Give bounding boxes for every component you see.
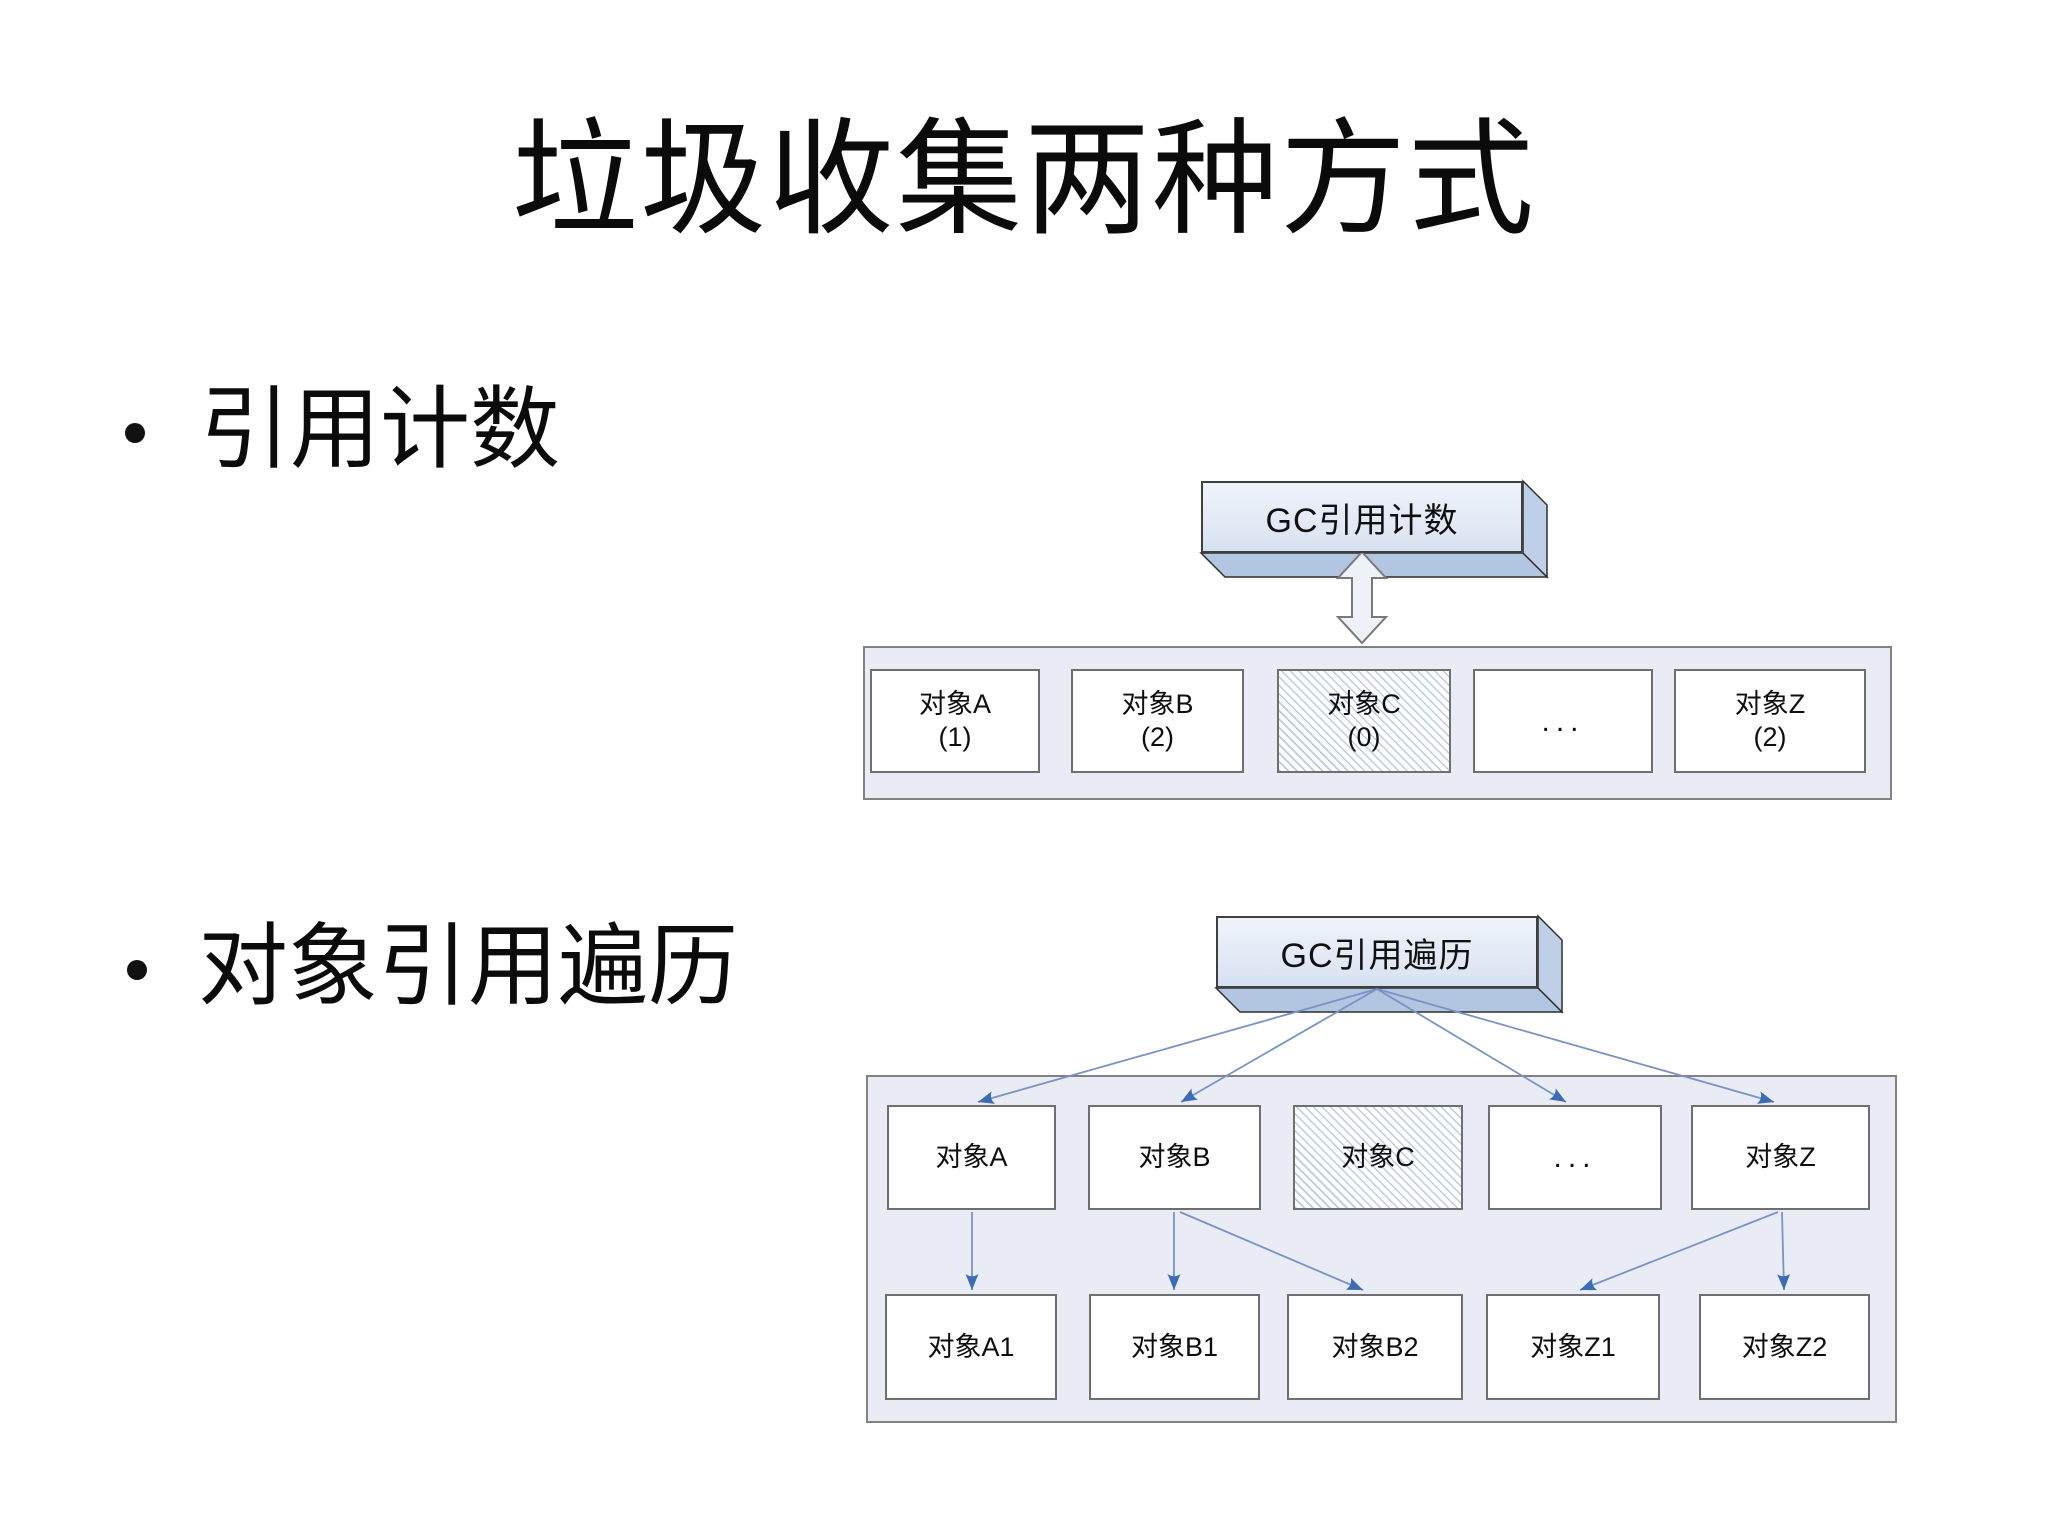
object-box-c-garbage: 对象C (0) (1277, 669, 1451, 773)
object-label: 对象A (918, 689, 991, 719)
double-arrow-icon (1335, 550, 1389, 645)
object-label: 对象A1 (927, 1331, 1015, 1362)
arrow-gc-to-ellipsis (1376, 988, 1567, 1103)
object-box-a: 对象A (887, 1105, 1056, 1210)
object-label: 对象B1 (1130, 1331, 1219, 1362)
object-box-z1: 对象Z1 (1486, 1294, 1660, 1400)
object-label: 对象Z2 (1741, 1331, 1828, 1362)
ref-count: (1) (938, 722, 972, 752)
arrow-gc-to-object-z (1376, 988, 1775, 1104)
gc-traversal-box: GC引用遍历 (1216, 916, 1538, 988)
ellipsis-box: ... (1488, 1105, 1662, 1210)
gc-traversal-box-3d (1214, 914, 1564, 1014)
bullet-dot (125, 423, 145, 443)
page-title: 垃圾收集两种方式 (512, 109, 1536, 250)
object-box-b: 对象B (1088, 1105, 1261, 1210)
object-reference-arrows (965, 1211, 1791, 1291)
ellipsis-label: ... (1553, 1141, 1597, 1174)
object-label: 对象A (935, 1142, 1008, 1172)
object-box-z2: 对象Z2 (1699, 1294, 1870, 1400)
bullet-dot (127, 960, 147, 980)
arrow-z-to-z1 (1579, 1211, 1779, 1291)
arrow-gc-to-object-a (977, 988, 1378, 1104)
object-box-b1: 对象B1 (1089, 1294, 1260, 1400)
ref-count: (2) (1753, 722, 1787, 752)
arrow-b-to-b2 (1179, 1211, 1364, 1291)
object-box-z: 对象Z (2) (1674, 669, 1866, 773)
object-box-a1: 对象A1 (885, 1294, 1057, 1400)
object-label: 对象Z (1745, 1142, 1816, 1172)
object-label: 对象Z (1734, 689, 1806, 719)
object-box-z: 对象Z (1691, 1105, 1870, 1210)
ref-count: (0) (1347, 722, 1381, 752)
object-box-b: 对象B (2) (1071, 669, 1244, 773)
object-label: 对象C (1327, 689, 1401, 719)
object-label: 对象B (1121, 689, 1194, 719)
object-label: 对象B (1138, 1142, 1211, 1172)
gc-refcount-box: GC引用计数 (1201, 481, 1523, 553)
arrow-gc-to-object-b (1180, 988, 1378, 1103)
object-box-b2: 对象B2 (1287, 1294, 1463, 1400)
gc-refcount-label: GC引用计数 (1265, 501, 1459, 540)
object-box-c-garbage: 对象C (1293, 1105, 1463, 1210)
ref-count: (2) (1141, 722, 1174, 752)
bullet-item-reference-counting: 引用计数 (200, 380, 560, 480)
bullet-item-reference-traversal: 对象引用遍历 (198, 917, 738, 1017)
object-label: 对象B2 (1331, 1331, 1419, 1362)
object-label: 对象Z1 (1530, 1331, 1616, 1362)
arrow-z-to-z2 (1777, 1211, 1791, 1291)
gc-traversal-label: GC引用遍历 (1280, 936, 1474, 975)
ellipsis-box: ... (1473, 669, 1653, 773)
ellipsis-label: ... (1541, 704, 1585, 738)
object-box-a: 对象A (1) (870, 669, 1040, 773)
object-label: 对象C (1341, 1142, 1415, 1172)
gc-fan-arrows (977, 988, 1775, 1104)
